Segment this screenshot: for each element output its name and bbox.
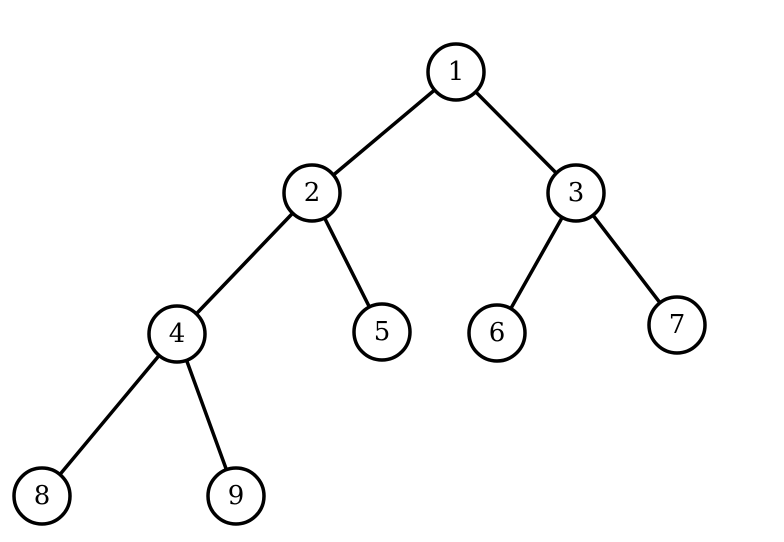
node-label-1: 1 bbox=[448, 57, 465, 87]
node-label-9: 9 bbox=[228, 481, 245, 511]
tree-node-6: 6 bbox=[467, 303, 527, 363]
node-circle-2 bbox=[282, 163, 342, 223]
node-label-8: 8 bbox=[34, 481, 51, 511]
edge-2-4 bbox=[175, 191, 314, 336]
node-circle-7 bbox=[647, 295, 707, 355]
tree-node-5: 5 bbox=[352, 302, 412, 362]
node-label-4: 4 bbox=[169, 319, 186, 349]
node-label-7: 7 bbox=[669, 310, 686, 340]
tree-node-1: 1 bbox=[426, 42, 486, 102]
tree-node-9: 9 bbox=[206, 466, 266, 526]
tree-node-8: 8 bbox=[12, 466, 72, 526]
node-label-3: 3 bbox=[568, 178, 585, 208]
edge-4-8 bbox=[40, 332, 179, 498]
node-label-2: 2 bbox=[304, 178, 321, 208]
node-label-6: 6 bbox=[489, 318, 506, 348]
node-circle-6 bbox=[467, 303, 527, 363]
tree-node-2: 2 bbox=[282, 163, 342, 223]
edge-1-2 bbox=[310, 70, 458, 195]
node-circle-4 bbox=[147, 304, 207, 364]
tree-node-7: 7 bbox=[647, 295, 707, 355]
tree-node-3: 3 bbox=[546, 163, 606, 223]
edges-layer bbox=[40, 70, 679, 498]
node-circle-1 bbox=[426, 42, 486, 102]
node-circle-9 bbox=[206, 466, 266, 526]
node-circle-8 bbox=[12, 466, 72, 526]
node-circle-5 bbox=[352, 302, 412, 362]
node-label-5: 5 bbox=[374, 317, 391, 347]
tree-node-4: 4 bbox=[147, 304, 207, 364]
nodes-layer: 1 2 3 4 5 6 7 8 9 bbox=[12, 42, 707, 526]
node-circle-3 bbox=[546, 163, 606, 223]
